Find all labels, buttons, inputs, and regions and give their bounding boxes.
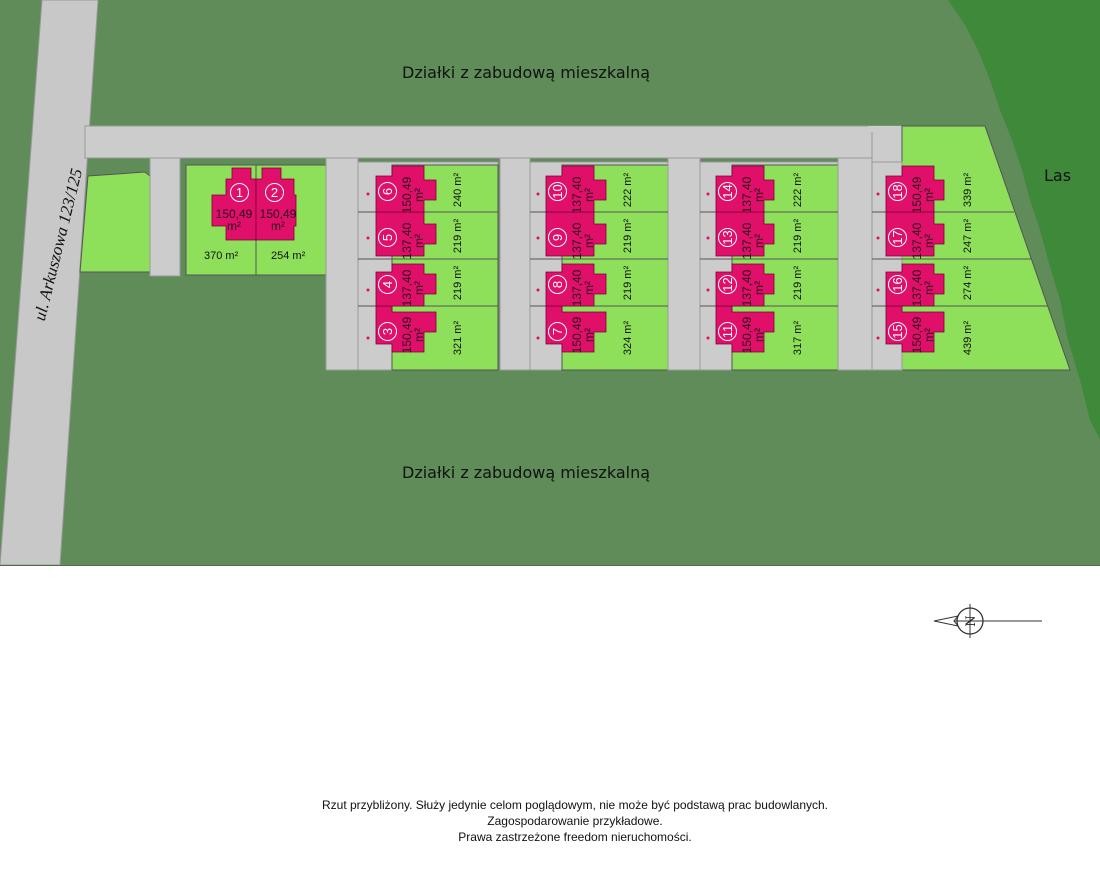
plot-area-16: 274 m² [962,265,975,301]
plot-number-5: 5 [378,228,397,247]
house-6 [375,165,437,213]
houses [211,165,945,353]
house-18 [885,165,945,213]
plot-area-15: 439 m² [962,320,975,356]
plot-area-8: 219 m² [622,265,635,301]
house-12 [715,263,775,307]
plot-left-small [79,171,151,273]
forest-label: Las [1044,166,1072,185]
house-5 [375,211,437,257]
plot-area-10: 222 m² [622,172,635,208]
house-15 [885,305,945,353]
plot-number-17: 17 [888,228,907,247]
house-11 [715,305,775,353]
plot-number-9: 9 [548,228,567,247]
house-7 [545,305,607,353]
plot-number-14: 14 [718,182,737,201]
plot-area-2: 254 m² [271,250,306,262]
plot-area-17: 247 m² [962,218,975,254]
street-road [0,0,99,565]
site-plan-svg [0,0,1100,565]
footer-line-2: Zagospodarowanie przykładowe. [487,814,663,828]
house-16 [885,263,945,307]
forest-area [948,0,1100,440]
house-17 [885,211,945,257]
plot-number-7: 7 [548,322,567,341]
house-14 [715,165,775,213]
plot-area-3: 321 m² [452,320,465,356]
footer-line-3: Prawa zastrzeżone freedom nieruchomości. [458,830,692,844]
plot-number-8: 8 [548,275,567,294]
plot-number-15: 15 [888,322,907,341]
plot-number-2: 2 [265,183,284,202]
plot-area-13: 219 m² [792,218,805,254]
zone-label-bottom: Działki z zabudową mieszkalną [402,463,651,482]
plot-area-7: 324 m² [622,320,635,356]
plot-area-9: 219 m² [622,218,635,254]
plot-number-18: 18 [888,182,907,201]
footer: Rzut przybliżony. Służy jedynie celom po… [0,797,1100,845]
house-4 [375,263,437,307]
road-corner-top [868,126,908,132]
plot-number-10: 10 [548,182,567,201]
plot-area-4: 219 m² [452,265,465,301]
house-9 [545,211,607,257]
house-8 [545,263,607,307]
site-plan-map: Działki z zabudową mieszkalną Działki z … [0,0,1100,566]
plot-number-6: 6 [378,182,397,201]
plot-area-5: 219 m² [452,218,465,254]
house-3 [375,305,437,353]
plot-area-12: 219 m² [792,265,805,301]
north-arrow-icon: N [933,604,1042,638]
plot-area-11: 317 m² [792,320,805,356]
road-left-strip [149,157,181,277]
plot-number-3: 3 [378,322,397,341]
plot-number-11: 11 [718,322,737,341]
plot-number-12: 12 [718,275,737,294]
house-13 [715,211,775,257]
plot-number-16: 16 [888,275,907,294]
plot-area-14: 222 m² [792,172,805,208]
house-10 [545,165,607,213]
footer-line-1: Rzut przybliżony. Służy jedynie celom po… [321,798,829,812]
plot-number-13: 13 [718,228,737,247]
plot-area-1: 370 m² [204,250,239,262]
compass-letter: N [964,615,979,626]
plot-area-18: 339 m² [962,172,975,208]
entrance-markers [232,170,880,340]
plot-number-4: 4 [378,275,397,294]
road-top [84,125,876,159]
plot-number-1: 1 [230,183,249,202]
road-lower [325,157,359,371]
plot-area-6: 240 m² [452,172,465,208]
zone-label-top: Działki z zabudową mieszkalną [402,63,651,82]
